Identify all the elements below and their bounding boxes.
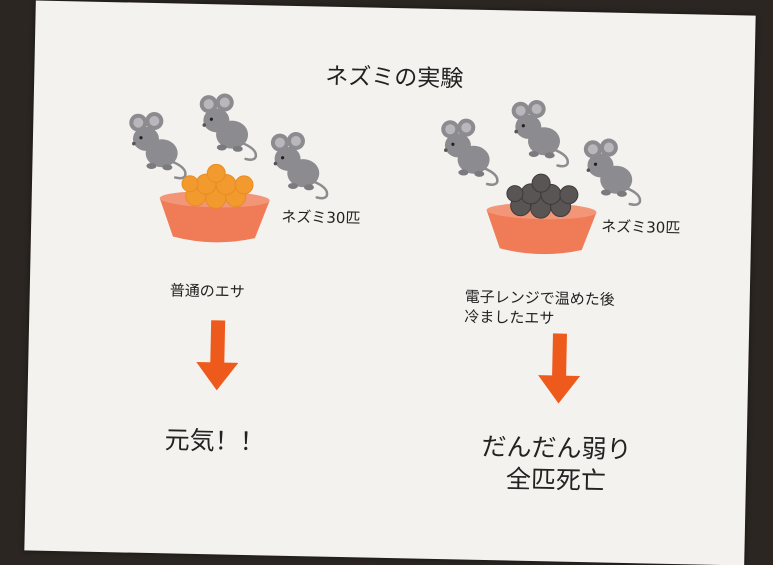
paper-sheet: ネズミの実験 ネズミ30匹 普通のエサ 元気！！ xyxy=(24,0,756,565)
food-pellets xyxy=(181,163,254,209)
right-result-line2: 全匹死亡 xyxy=(505,464,607,496)
mouse-icon xyxy=(438,116,500,187)
down-arrow-icon xyxy=(537,333,581,404)
left-result: 元気！！ xyxy=(164,425,265,457)
right-group: ネズミ30匹 電子レンジで温めた後 冷ましたエサ だんだん弱り 全匹死亡 xyxy=(36,1,756,496)
left-mouse-count: ネズミ30匹 xyxy=(281,207,361,228)
right-mouse-count: ネズミ30匹 xyxy=(601,217,681,238)
left-group: ネズミ30匹 普通のエサ 元気！！ xyxy=(36,1,756,456)
right-food-label-line2: 冷ましたエサ xyxy=(464,307,555,328)
food-pellets xyxy=(506,173,579,219)
mouse-icon xyxy=(509,98,571,168)
left-food-label: 普通のエサ xyxy=(169,281,245,301)
down-arrow-icon xyxy=(195,319,240,391)
mouse-icon xyxy=(197,91,259,162)
mouse-icon xyxy=(268,130,330,200)
mouse-icon xyxy=(581,136,643,207)
page-title: ネズミの実験 xyxy=(325,63,464,93)
